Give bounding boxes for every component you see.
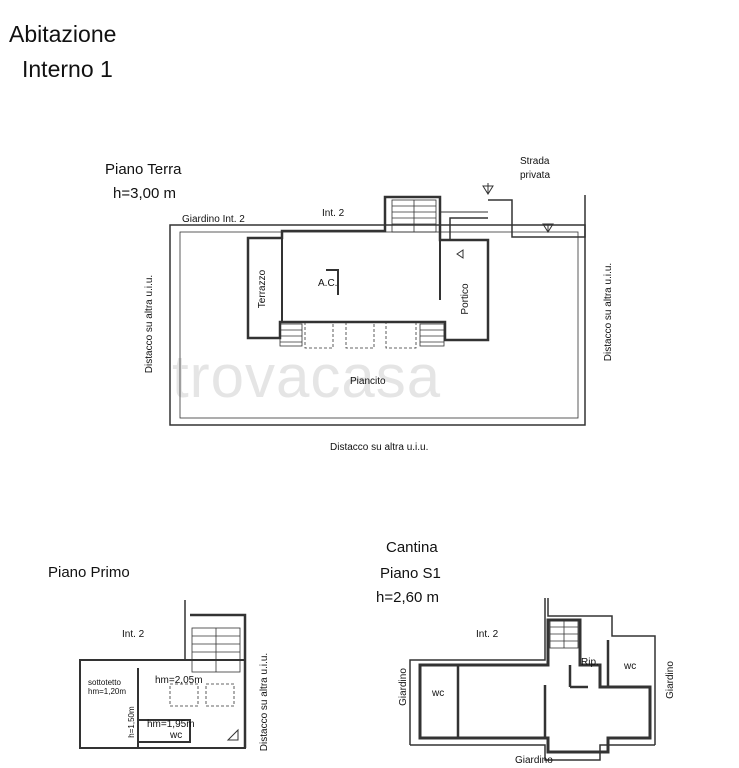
ground-label-int2: Int. 2 <box>322 208 345 219</box>
ground-label-strada: Strada <box>520 156 550 167</box>
ground-wall-ac <box>326 269 339 295</box>
ground-label-terrazzo: Terrazzo <box>257 269 268 309</box>
cellar-label-wc2: wc <box>624 661 637 672</box>
first-wall-wc <box>137 719 191 743</box>
cellar-title: Cantina <box>386 539 438 556</box>
first-label-int2: Int. 2 <box>122 629 145 640</box>
ground-stairs-left <box>279 323 303 347</box>
first-outer-boundary <box>79 659 246 749</box>
first-label-sottotetto: sottotetto <box>88 678 121 687</box>
first-label-hm120: hm=1,20m <box>88 687 127 696</box>
ground-label-privata: privata <box>520 170 551 181</box>
ground-dashed-areas <box>304 321 417 349</box>
ground-symbol-2 <box>542 223 554 233</box>
first-title: Piano Primo <box>48 564 130 581</box>
ground-title: Piano Terra <box>105 161 182 178</box>
ground-stairs-top <box>391 199 437 233</box>
first-wall-upper <box>190 613 247 748</box>
ground-outer-boundary <box>169 224 586 426</box>
cellar-inner-wall <box>418 618 652 754</box>
ground-wall-strada <box>449 195 586 241</box>
cellar-outer-right <box>547 598 656 745</box>
ground-inner-boundary <box>179 231 579 419</box>
ground-label-portico: Portico <box>460 283 471 315</box>
ground-label-giardino: Giardino Int. 2 <box>182 214 245 225</box>
title-interno: Interno 1 <box>22 56 113 82</box>
watermark: trovacasa <box>172 343 442 410</box>
first-label-hm195: hm=1,95m <box>147 719 195 730</box>
first-label-distacco: Distacco su altra u.i.u. <box>259 652 270 752</box>
cellar-label-rip: Rip. <box>581 657 599 668</box>
ground-label-piancito: Piancito <box>350 376 386 387</box>
ground-label-distacco-bottom: Distacco su altra u.i.u. <box>330 442 429 453</box>
cellar-floor: Piano S1 <box>380 565 441 582</box>
ground-stairs-right <box>419 323 445 347</box>
first-label-wc: wc <box>170 730 183 741</box>
first-stairs <box>191 627 241 673</box>
ground-height: h=3,00 m <box>113 185 176 202</box>
cellar-stairs <box>549 619 579 649</box>
first-dashed-areas <box>169 683 235 707</box>
cellar-height: h=2,60 m <box>376 589 439 606</box>
cellar-outer-left <box>409 598 546 745</box>
ground-label-distacco-right: Distacco su altra u.i.u. <box>603 262 614 362</box>
ground-symbol-1 <box>482 183 494 195</box>
title-abitazione: Abitazione <box>9 21 117 47</box>
ground-label-distacco-left: Distacco su altra u.i.u. <box>144 274 155 374</box>
cellar-label-wc1: wc <box>432 688 445 699</box>
first-label-hm205: hm=2,05m <box>155 675 203 686</box>
ground-symbol-3 <box>456 249 464 259</box>
cellar-label-int2: Int. 2 <box>476 629 499 640</box>
cellar-label-giardino-left: Giardino <box>398 668 409 706</box>
ground-label-ac: A.C. <box>318 278 338 289</box>
cellar-label-giardino-bottom: Giardino <box>515 755 553 766</box>
first-corner-mark <box>226 728 239 741</box>
first-label-h150: h=1,50m <box>127 706 136 738</box>
cellar-label-giardino-right: Giardino <box>665 661 676 699</box>
